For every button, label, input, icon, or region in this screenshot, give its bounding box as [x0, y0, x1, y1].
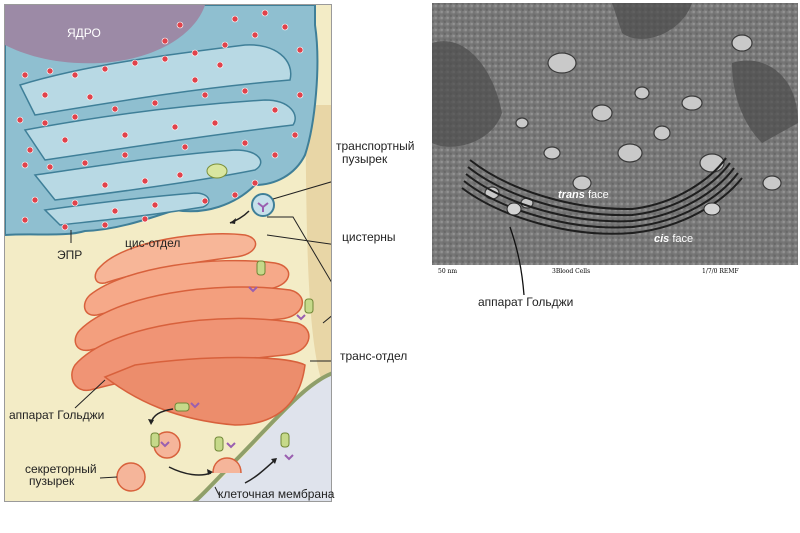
cell-membrane-label: клеточная мембрана: [218, 487, 335, 501]
micrograph-golgi-label: аппарат Гольджи: [478, 295, 574, 309]
secretion-arrow-heads: [148, 419, 277, 475]
secretory-vesicle-label-1: секреторный: [25, 462, 97, 476]
golgi-apparatus-label: аппарат Гольджи: [9, 408, 105, 422]
micrograph-leader: [509, 226, 525, 296]
scale-bar-label: 50 nm: [438, 268, 458, 275]
cell-illustration: [5, 5, 331, 501]
micrograph-dark-regions: [432, 3, 798, 147]
date-label: 1/7/0 REMF: [702, 268, 739, 275]
micrograph-golgi-vesicles: [506, 202, 721, 216]
trans-face-label: trans face: [558, 189, 609, 201]
electron-micrograph: trans face cis face 50 nm 3Blood Cells 1…: [432, 3, 798, 277]
nucleus: [5, 5, 205, 64]
leader-lines: [70, 181, 331, 496]
cell-membrane: [192, 371, 331, 501]
cis-label: цис-отдел: [125, 236, 181, 250]
golgi-stack: [71, 233, 310, 426]
source-label: 3Blood Cells: [552, 268, 591, 275]
micrograph-image: [432, 3, 798, 265]
cytoplasm-edge: [305, 105, 331, 385]
micrograph-vesicles: [484, 34, 782, 209]
er-cargo: [206, 163, 228, 179]
nucleus-label: ЯДРО: [67, 26, 101, 40]
secretory-vesicle-label-2: пузырек: [29, 474, 75, 488]
golgi-cargo: [174, 260, 314, 412]
cell-diagram: ЯДРО ЭПР цис-отдел аппарат Гольджи секре…: [4, 4, 332, 502]
transport-vesicle-label-1: транспортный: [336, 139, 415, 153]
secretory-vesicles: [116, 431, 294, 492]
micrograph-info-bar: 50 nm 3Blood Cells 1/7/0 REMF: [432, 265, 798, 277]
cisternae-label: цистерны: [342, 230, 396, 244]
trans-label: транс-отдел: [340, 349, 408, 363]
transport-vesicle: [251, 193, 275, 217]
transport-vesicle-label-2: пузырек: [342, 152, 388, 166]
cis-face-label: cis face: [654, 233, 694, 245]
er-label: ЭПР: [57, 248, 83, 262]
ribosomes: [16, 9, 304, 231]
micrograph-golgi-stack: [461, 157, 743, 235]
vesicle-cargo-icon: [257, 202, 269, 212]
transport-arrow-head: [230, 218, 236, 224]
